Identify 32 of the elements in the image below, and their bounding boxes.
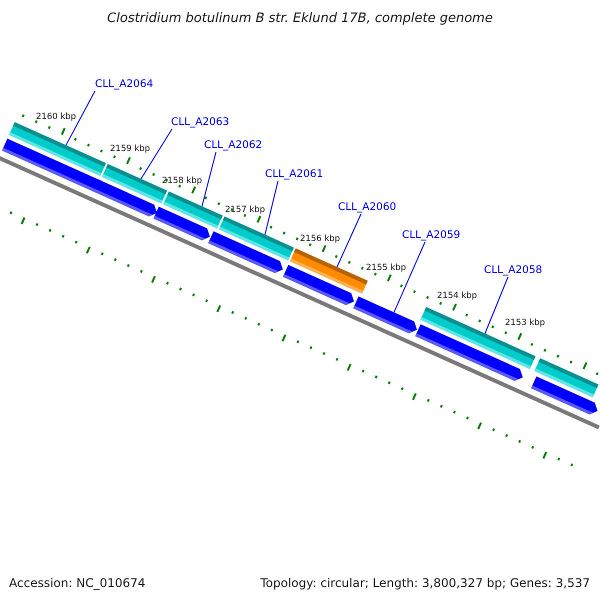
title: Clostridium botulinum B str. Eklund 17B, complete genome: [106, 10, 494, 28]
gene-label: CLL_A2063: [171, 116, 230, 129]
cds-feature: [92, 179, 158, 216]
leader-line: [66, 90, 96, 146]
gene-label: CLL_A2064: [95, 78, 154, 91]
cds-feature: [282, 264, 354, 305]
position-label: 2154 kbp: [437, 291, 478, 301]
position-label: 2155 kbp: [366, 263, 406, 273]
cds-feature: [415, 324, 523, 381]
cds-feature: [208, 231, 283, 273]
gene-label: CLL_A2060: [338, 201, 396, 214]
gene-label: CLL_A2061: [265, 168, 324, 181]
position-label: 2160 kbp: [36, 112, 76, 122]
leader-line: [336, 214, 362, 268]
leader-line: [484, 276, 508, 334]
leader-line: [264, 180, 278, 236]
cds-feature: [153, 206, 210, 240]
leader-line: [202, 152, 216, 207]
gene-label: CLL_A2062: [204, 139, 262, 152]
genome-summary-text: Topology: circular; Length: 3,800,327 bp; Genes: 3,537: [260, 575, 590, 592]
cds-feature: [531, 376, 598, 414]
accession-text: Accession: NC_010674: [9, 575, 146, 592]
position-label: 2158 kbp: [162, 176, 202, 186]
leader-line: [140, 128, 172, 180]
position-label: 2156 kbp: [300, 234, 340, 244]
position-label: 2157 kbp: [225, 205, 266, 215]
gene-label: CLL_A2058: [484, 264, 542, 277]
position-label: 2159 kbp: [110, 144, 150, 154]
cds-feature: [353, 296, 417, 334]
position-label: 2153 kbp: [505, 318, 546, 328]
leader-line: [394, 242, 426, 313]
gene-label: CLL_A2059: [402, 229, 460, 242]
